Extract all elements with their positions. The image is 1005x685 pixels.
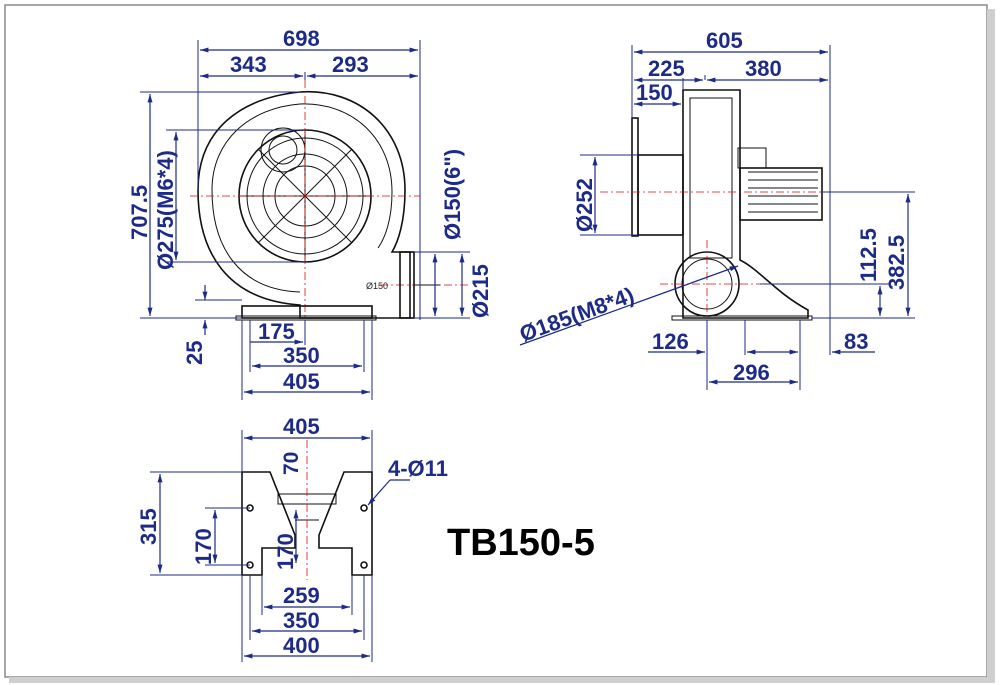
dim-185: Ø185(M8*4)	[516, 282, 637, 346]
dim-225: 225	[648, 56, 685, 81]
frame-border	[4, 4, 988, 678]
dim-175: 175	[258, 319, 295, 344]
dim-605: 605	[706, 28, 743, 53]
dim-400: 400	[283, 633, 320, 658]
dim-405-base: 405	[283, 414, 320, 439]
dim-405-front: 405	[283, 369, 320, 394]
frame-shadow-bottom	[9, 677, 995, 683]
dim-150-6in: Ø150(6")	[440, 149, 465, 240]
dim-296: 296	[733, 360, 770, 385]
dim-259: 259	[283, 583, 320, 608]
dim-83: 83	[844, 329, 868, 354]
dim-150-side: 150	[636, 80, 673, 105]
dim-343: 343	[230, 52, 267, 77]
dim-112-5: 112.5	[856, 228, 881, 282]
dim-382-5: 382.5	[884, 235, 909, 290]
dim-707-5: 707.5	[127, 185, 152, 240]
side-motor	[739, 167, 823, 221]
dim-25: 25	[182, 341, 207, 365]
side-view: 605 225 380 150 Ø252 Ø185(M8*4) 112.5 38…	[516, 28, 915, 390]
base-view: 405 70 4-Ø11 315 170 170 259 350 400	[136, 414, 448, 662]
frame-shadow-right	[987, 9, 995, 681]
side-inlet-flange	[631, 117, 639, 237]
dim-126: 126	[652, 329, 689, 354]
dim-170-left: 170	[191, 528, 216, 565]
dim-315: 315	[136, 508, 161, 545]
dim-293: 293	[332, 52, 369, 77]
dim-215: Ø215	[468, 264, 493, 318]
base-frame-right	[318, 471, 373, 576]
dim-70: 70	[280, 452, 303, 475]
dim-275: Ø275(M6*4)	[153, 150, 178, 270]
side-housing	[682, 89, 809, 319]
front-view: Ø150 698 343 293 707.5 Ø275(M6*4) 25 Ø15…	[127, 26, 493, 400]
front-outlet-label: Ø150	[366, 281, 388, 291]
base-frame-left	[241, 471, 296, 576]
dim-170-center: 170	[273, 533, 298, 570]
dim-350-base: 350	[283, 608, 320, 633]
dim-698: 698	[283, 26, 320, 51]
dim-252: Ø252	[572, 178, 597, 232]
model-name: TB150-5	[447, 522, 595, 564]
dim-350-front: 350	[283, 343, 320, 368]
holes-4-11: 4-Ø11	[388, 456, 448, 481]
dim-380: 380	[745, 56, 782, 81]
